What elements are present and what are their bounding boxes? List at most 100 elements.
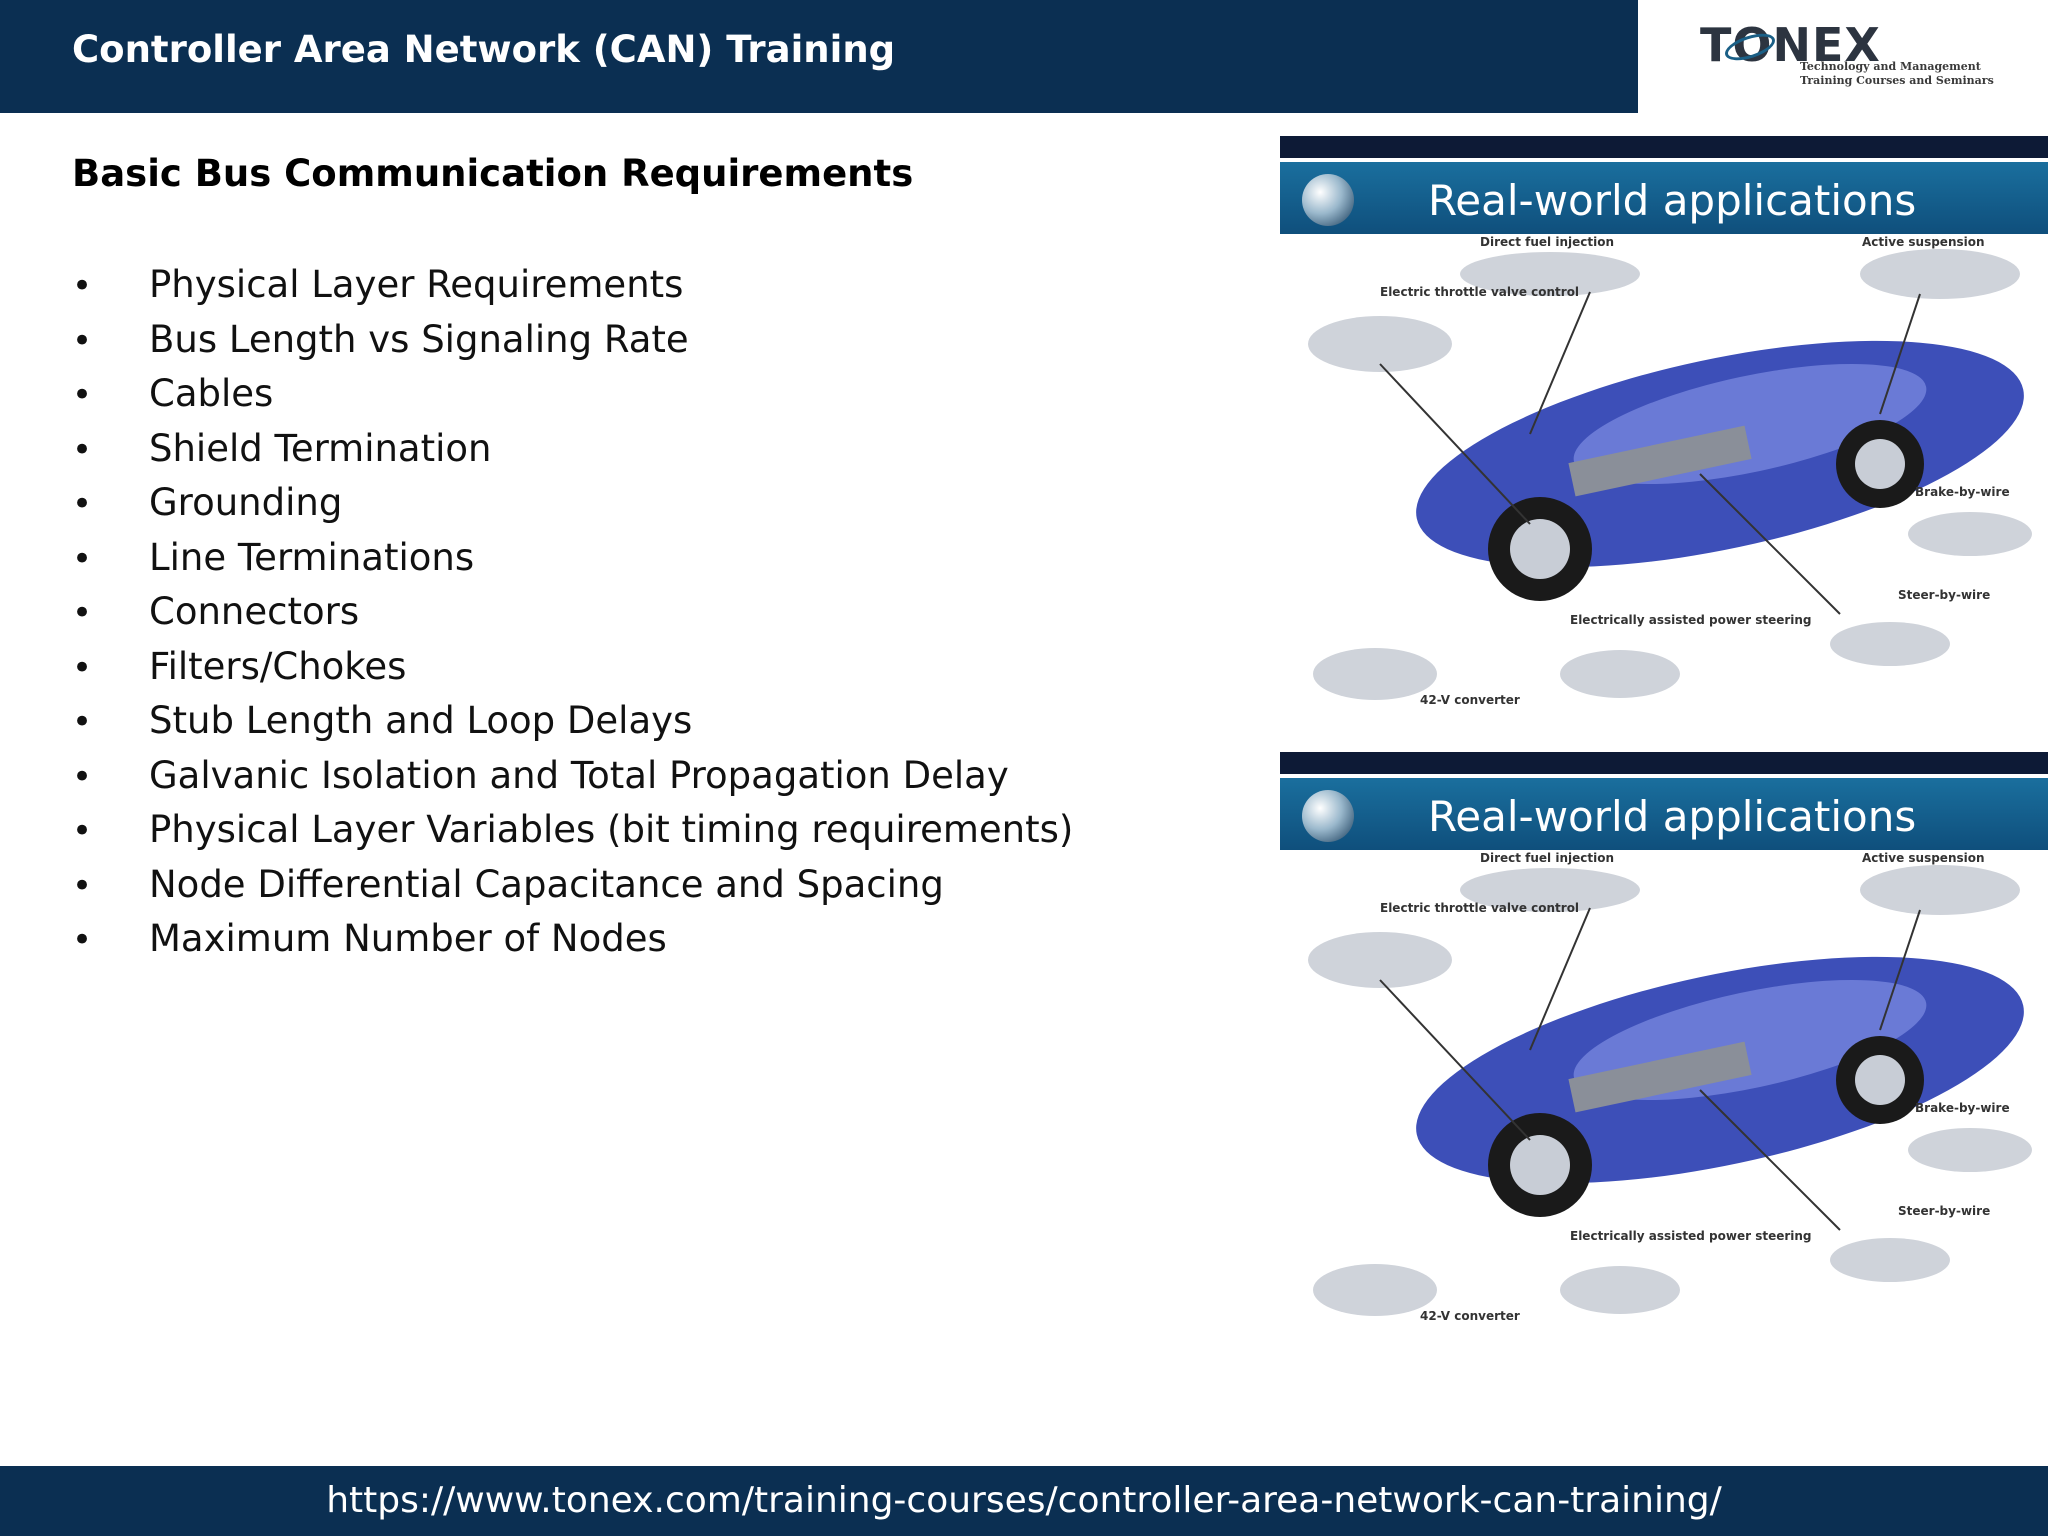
leader-line (1379, 363, 1531, 525)
course-url-link[interactable]: https://www.tonex.com/training-courses/c… (326, 1480, 1722, 1521)
drivetrain (1568, 425, 1752, 497)
list-item: • Cables (72, 367, 1073, 422)
label-power-steering: Electrically assisted power steering (1570, 1229, 1812, 1243)
list-item: • Shield Termination (72, 422, 1073, 477)
list-item: • Physical Layer Variables (bit timing re… (72, 803, 1073, 858)
list-item: • Physical Layer Requirements (72, 258, 1073, 313)
label-converter: 42-V converter (1420, 693, 1520, 707)
label-power-steering: Electrically assisted power steering (1570, 613, 1812, 627)
list-item: • Maximum Number of Nodes (72, 912, 1073, 967)
front-rim (1510, 1135, 1570, 1195)
list-item: • Galvanic Isolation and Total Propagatio… (72, 749, 1073, 804)
converter-disc (1313, 648, 1437, 700)
list-item: •Line Terminations (72, 531, 1073, 586)
label-steer-by-wire: Steer-by-wire (1898, 1204, 1990, 1218)
bullet-icon: • (72, 756, 93, 797)
label-brake-by-wire: Brake-by-wire (1915, 1101, 2010, 1115)
bullet-icon: • (72, 593, 93, 633)
bullet-icon: • (72, 266, 93, 306)
car-applications-figure-bottom: Real-world applications Direct fuel inje… (1280, 752, 2048, 1332)
globe-icon (1302, 790, 1354, 842)
bullet-icon: • (72, 920, 93, 960)
leader-line (1529, 907, 1591, 1051)
label-converter: 42-V converter (1420, 1309, 1520, 1323)
leader-line (1879, 293, 1921, 415)
list-item-text: Filters/Chokes (149, 644, 407, 688)
leader-line (1699, 473, 1841, 615)
leader-line (1699, 1089, 1841, 1231)
label-steer-by-wire: Steer-by-wire (1898, 588, 1990, 602)
rear-rim (1855, 439, 1905, 489)
logo-wordmark: TONEX (1700, 18, 1881, 72)
converter-disc (1313, 1264, 1437, 1316)
logo-tagline: Technology and Management Training Cours… (1800, 60, 1994, 88)
list-item-text: Bus Length vs Signaling Rate (149, 317, 689, 361)
requirements-list: • Physical Layer Requirements • Bus Length… (72, 258, 1073, 967)
brake-disc (1908, 512, 2032, 556)
logo-tagline-2: Training Courses and Seminars (1800, 74, 1994, 87)
figure-banner (1280, 752, 2048, 850)
leader-line (1379, 979, 1531, 1141)
figure-banner (1280, 136, 2048, 234)
list-item-text: Physical Layer Requirements (149, 263, 684, 306)
list-item-text: Cables (149, 372, 274, 415)
list-item-text: Physical Layer Variables (bit timing req… (149, 808, 1074, 851)
list-item-text: Node Differential Capacitance and Spacin… (149, 862, 944, 906)
list-item-text: Grounding (149, 481, 343, 524)
car-illustration: Direct fuel injection Active suspension … (1308, 235, 2032, 707)
list-item: • Grounding (72, 476, 1073, 531)
bullet-icon: • (72, 375, 93, 415)
suspension-disc (1860, 249, 2020, 299)
list-item-text: Galvanic Isolation and Total Propagation… (149, 753, 1009, 797)
list-item-text: Connectors (149, 590, 360, 633)
rear-rim (1855, 1055, 1905, 1105)
bullet-icon: • (72, 484, 93, 524)
header-bar: Controller Area Network (CAN) Training (0, 0, 1638, 113)
section-heading: Basic Bus Communication Requirements (72, 152, 914, 195)
injection-disc (1460, 252, 1640, 296)
label-throttle: Electric throttle valve control (1380, 285, 1579, 299)
leader-line (1529, 291, 1591, 435)
list-item: • Filters/Chokes (72, 640, 1073, 695)
list-item: • Bus Length vs Signaling Rate (72, 313, 1073, 368)
label-fuel-injection: Direct fuel injection (1480, 235, 1614, 249)
list-item: • Node Differential Capacitance and Spaci… (72, 858, 1073, 913)
steer-disc (1830, 1238, 1950, 1282)
car-applications-figure-top: Real-world applications Direct fuel inje… (1280, 136, 2048, 716)
brake-disc (1908, 1128, 2032, 1172)
slide-title: Controller Area Network (CAN) Training (72, 28, 896, 71)
tonex-logo: TONEX Technology and Management Training… (1638, 0, 2048, 113)
list-item: • Connectors (72, 585, 1073, 640)
steer-disc (1830, 622, 1950, 666)
bullet-icon: • (72, 647, 93, 688)
logo-tagline-1: Technology and Management (1800, 60, 1981, 73)
leader-line (1879, 909, 1921, 1031)
drivetrain (1568, 1041, 1752, 1113)
label-active-suspension: Active suspension (1862, 851, 1985, 865)
injection-disc (1460, 868, 1640, 912)
list-item-text: Line Terminations (149, 535, 475, 579)
throttle-disc (1308, 316, 1452, 372)
power-steering-disc (1560, 650, 1680, 698)
suspension-disc (1860, 865, 2020, 915)
power-steering-disc (1560, 1266, 1680, 1314)
bullet-icon: • (72, 702, 93, 742)
footer-bar: https://www.tonex.com/training-courses/c… (0, 1466, 2048, 1536)
label-throttle: Electric throttle valve control (1380, 901, 1579, 915)
label-active-suspension: Active suspension (1862, 235, 1985, 249)
bullet-icon: • (72, 811, 93, 851)
list-item-text: Stub Length and Loop Delays (149, 699, 693, 742)
bullet-icon: • (72, 429, 93, 470)
throttle-disc (1308, 932, 1452, 988)
label-brake-by-wire: Brake-by-wire (1915, 485, 2010, 499)
label-fuel-injection: Direct fuel injection (1480, 851, 1614, 865)
list-item-text: Shield Termination (149, 426, 492, 470)
bullet-icon: • (72, 865, 93, 906)
bullet-icon: • (72, 320, 93, 361)
car-illustration: Direct fuel injection Active suspension … (1308, 851, 2032, 1323)
list-item-text: Maximum Number of Nodes (149, 917, 667, 960)
list-item: • Stub Length and Loop Delays (72, 694, 1073, 749)
figure-title: Real-world applications (1428, 792, 1917, 841)
globe-icon (1302, 174, 1354, 226)
front-rim (1510, 519, 1570, 579)
